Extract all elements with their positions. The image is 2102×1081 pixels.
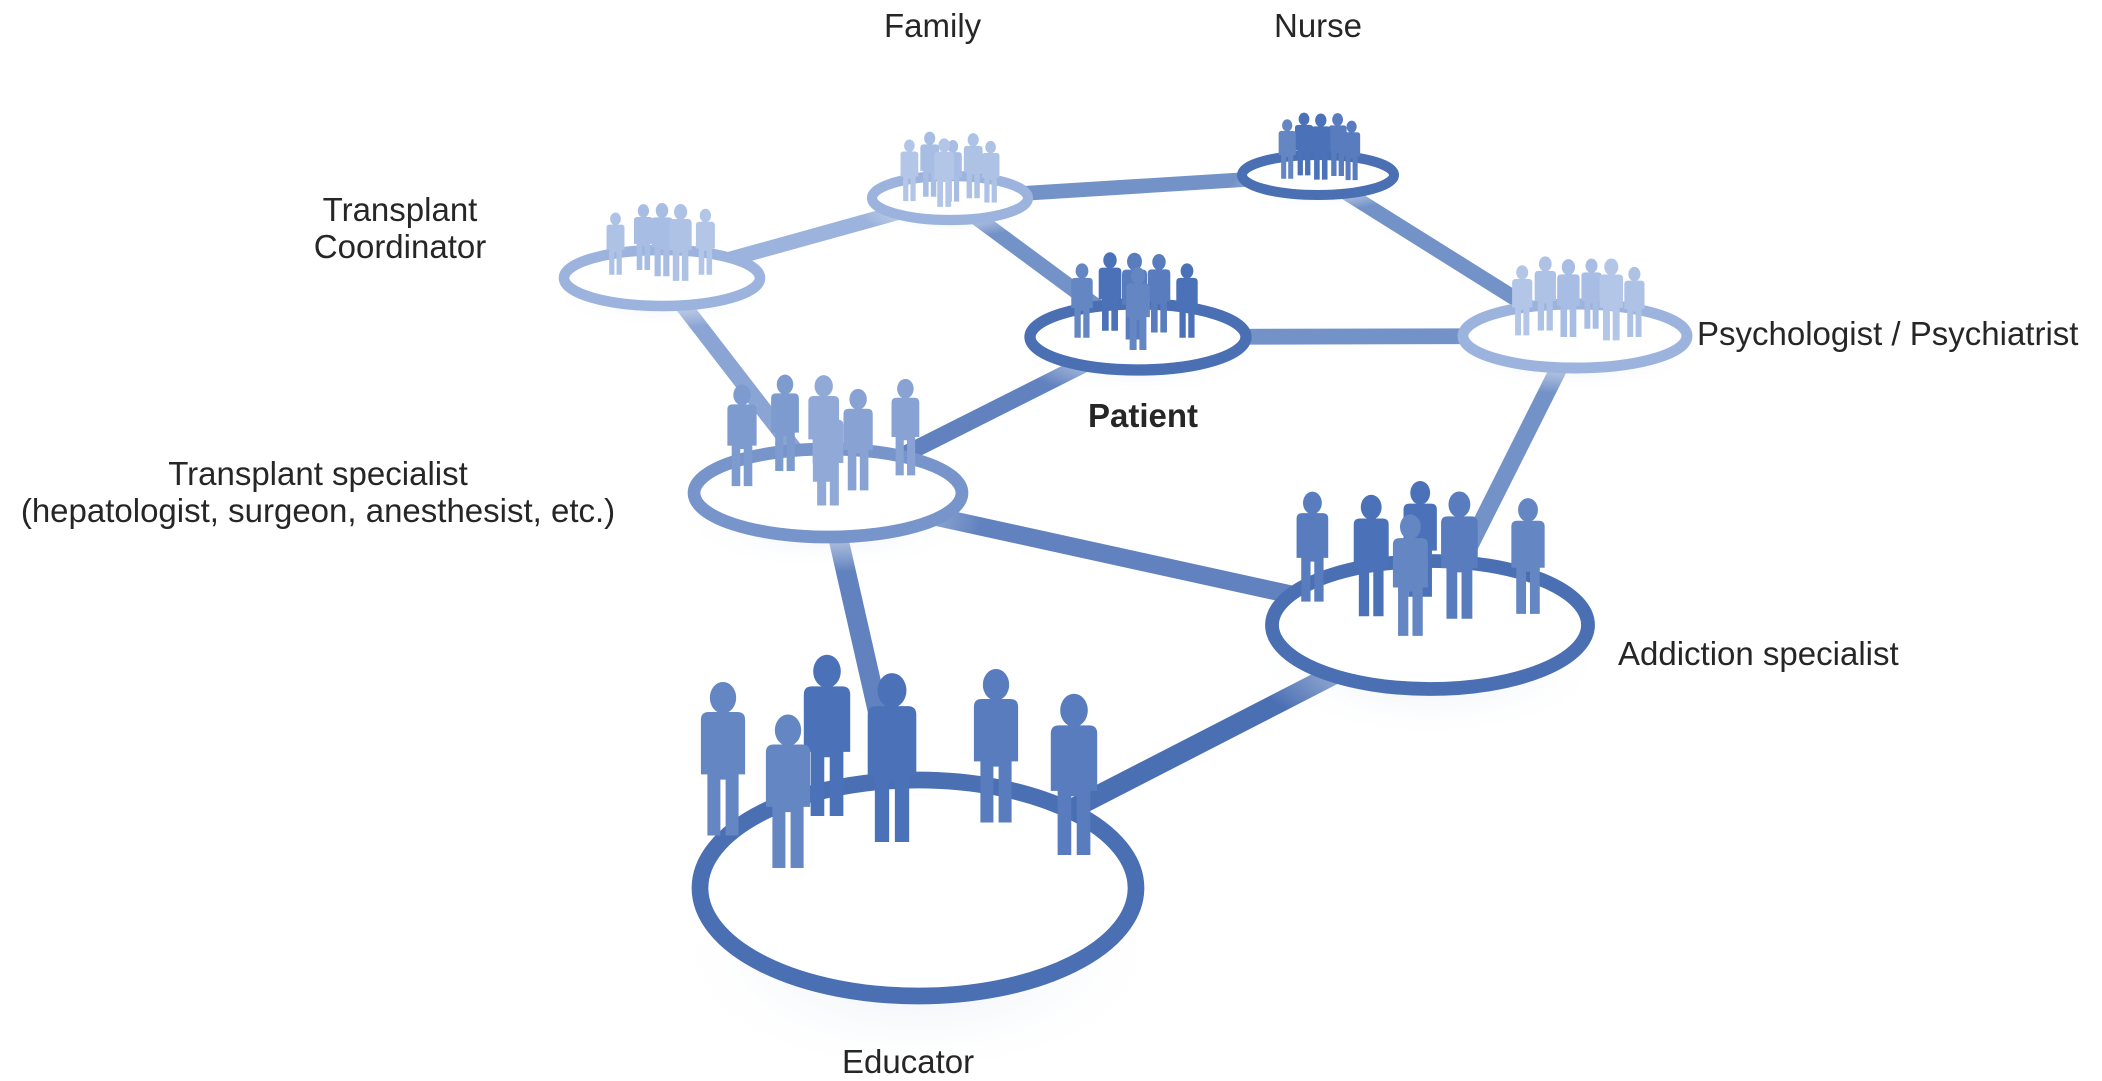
person-figure <box>973 668 1019 823</box>
person-figure <box>1278 119 1296 179</box>
node-nurse <box>1230 112 1406 211</box>
person-figure <box>606 212 625 275</box>
educator-label: Educator <box>842 1043 975 1080</box>
label-addiction-specialist: Addiction specialist <box>1618 635 1899 673</box>
label-family: Family <box>884 7 982 45</box>
person-figure <box>1050 693 1098 855</box>
person-figure <box>891 378 920 476</box>
person-figure <box>1098 252 1122 331</box>
person-figure <box>1328 113 1347 176</box>
person-figure <box>1511 498 1545 614</box>
person-figure <box>1343 120 1361 181</box>
label-nurse: Nurse <box>1274 7 1363 45</box>
person-figure <box>1294 112 1314 176</box>
node-addiction-specialist <box>1248 480 1612 741</box>
person-figure <box>981 140 1000 203</box>
addiction-specialist-label: Addiction specialist <box>1618 635 1899 672</box>
person-figure <box>695 208 715 275</box>
person-figure <box>765 714 811 868</box>
group-nodes <box>549 112 1704 1075</box>
person-figure <box>1392 514 1428 636</box>
person-figure <box>900 139 919 202</box>
person-figure <box>843 388 873 491</box>
person-figure <box>1147 253 1171 333</box>
person-figure <box>1126 267 1150 350</box>
person-figure <box>867 673 917 842</box>
person-figure <box>1353 494 1389 617</box>
node-transplant-coordinator <box>549 203 775 329</box>
person-figure <box>1071 263 1093 338</box>
person-figure <box>700 681 746 836</box>
transplant-specialist-line2: (hepatologist, surgeon, anesthesist, etc… <box>20 491 616 529</box>
node-transplant-specialist <box>673 374 983 573</box>
person-figure <box>1512 265 1533 336</box>
person-figure <box>727 384 757 487</box>
person-figure <box>1624 266 1645 338</box>
label-transplant-coordinator: Transplant Coordinator <box>310 191 490 266</box>
person-figure <box>963 133 983 199</box>
person-figure <box>669 204 692 281</box>
node-psychologist <box>1446 256 1704 394</box>
person-figure <box>1176 263 1198 338</box>
patient-label: Patient <box>1088 397 1199 434</box>
label-transplant-specialist: Transplant specialist (hepatologist, sur… <box>8 455 628 530</box>
node-family <box>860 131 1040 238</box>
person-figure <box>1581 258 1602 329</box>
person-figure <box>803 654 851 816</box>
transplant-specialist-line1: Transplant specialist <box>168 455 468 492</box>
transplant-coordinator-line1: Transplant <box>322 191 478 228</box>
person-figure <box>1311 113 1331 180</box>
person-figure <box>1534 256 1556 331</box>
platform-ring <box>691 771 1145 1005</box>
label-patient: Patient <box>1088 397 1199 435</box>
psychologist-label: Psychologist / Psychiatrist <box>1697 315 2079 352</box>
platform-ring <box>558 244 766 312</box>
person-figure <box>771 374 799 472</box>
person-figure <box>1441 491 1478 619</box>
label-educator: Educator <box>842 1043 975 1081</box>
transplant-coordinator-line2: Coordinator <box>313 227 487 265</box>
person-figure <box>1557 259 1580 338</box>
person-figure <box>934 138 955 207</box>
node-patient <box>1013 252 1263 397</box>
label-psychologist: Psychologist / Psychiatrist <box>1697 315 2079 353</box>
person-figure <box>812 398 844 506</box>
nurse-label: Nurse <box>1274 7 1363 44</box>
person-figure <box>633 204 653 271</box>
family-label: Family <box>884 7 982 44</box>
person-figure <box>651 203 673 277</box>
node-educator <box>667 654 1169 1075</box>
person-figure <box>1599 258 1624 341</box>
person-figure <box>1296 491 1329 602</box>
